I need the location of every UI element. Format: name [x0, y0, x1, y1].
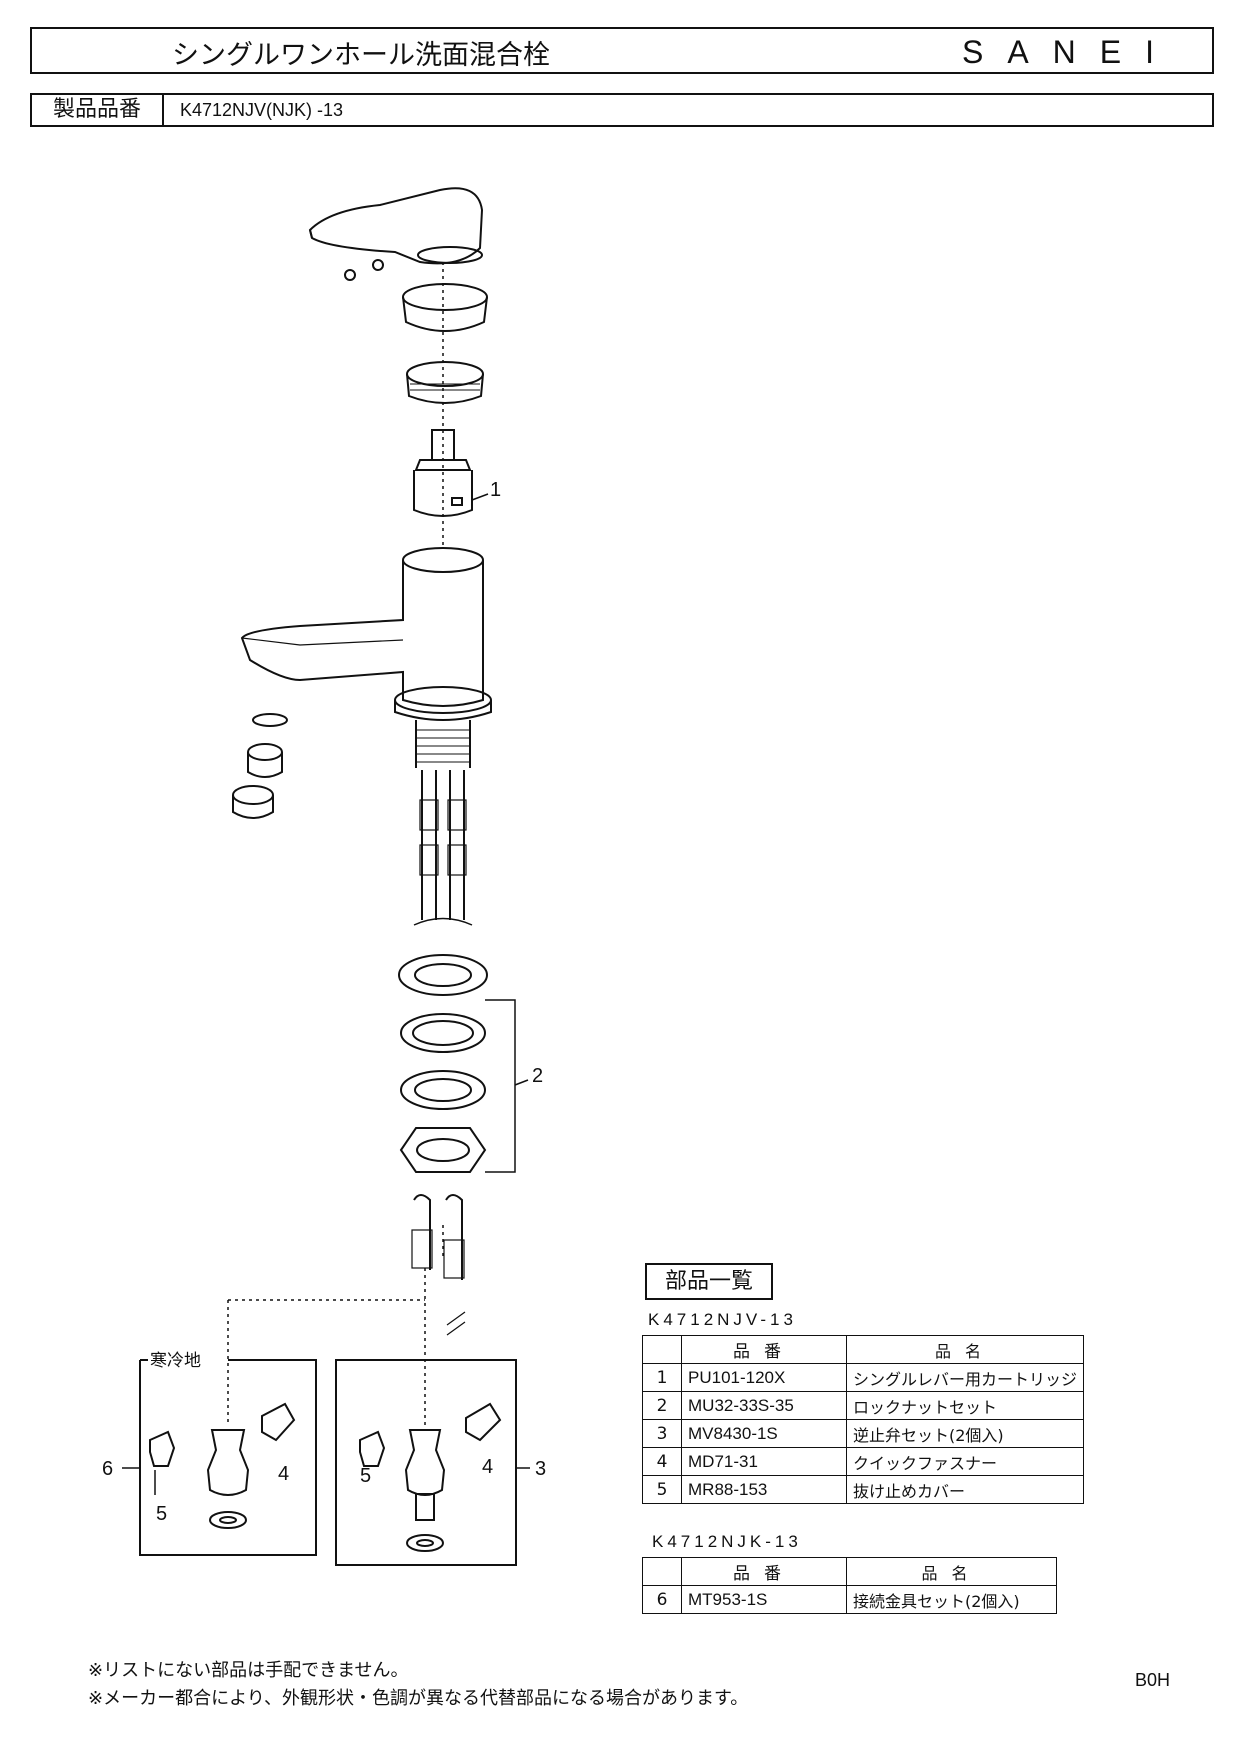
- parts-table-njk: 品番 品名 6 MT953-1S 接続金具セット(2個入): [642, 1557, 1057, 1614]
- column-header-name: 品名: [845, 1335, 1085, 1364]
- table-row: 3 MV8430-1S 逆止弁セット(2個入): [642, 1419, 1085, 1448]
- table-row: 5 MR88-153 抜け止めカバー: [642, 1475, 1085, 1504]
- cartridge-part: [413, 429, 473, 517]
- table-caption-njk: K4712NJK-13: [652, 1532, 802, 1551]
- callout-4: 4: [482, 1456, 493, 1478]
- brand-logo: SANEI: [961, 34, 1178, 70]
- model-number-value: K4712NJV(NJK) -13: [180, 100, 344, 120]
- column-header-code: 品番: [681, 1557, 847, 1586]
- page-code: B0H: [1134, 1670, 1170, 1690]
- callout-5: 5: [360, 1465, 371, 1487]
- cold-region-kit-box: [139, 1359, 317, 1556]
- lock-nut-set-parts: [398, 954, 516, 1173]
- model-number-box: 製品品番 K4712NJV(NJK) -13: [30, 93, 1214, 127]
- table-row: 6 MT953-1S 接続金具セット(2個入): [642, 1585, 1057, 1614]
- centerline: [227, 262, 444, 1430]
- threaded-ring-part: [406, 361, 484, 404]
- title-box: シングルワンホール洗面混合栓 SANEI: [30, 27, 1214, 74]
- callout-4-cold: 4: [278, 1463, 289, 1485]
- table-row: 2 MU32-33S-35 ロックナットセット: [642, 1391, 1085, 1420]
- model-number-label: 製品品番: [32, 95, 164, 125]
- footnotes: ※リストにない部品は手配できません。 ※メーカー都合により、外観形状・色調が異な…: [88, 1657, 748, 1713]
- check-valve-kit-box: [335, 1359, 530, 1566]
- exploded-view-diagram: 1 2 3 4 4 5 5 6 寒冷地: [102, 187, 546, 1566]
- aerator-parts: [232, 713, 288, 819]
- cap-ring-part: [402, 283, 488, 332]
- footnote: ※メーカー都合により、外観形状・色調が異なる代替部品になる場合があります。: [88, 1688, 749, 1709]
- cold-region-label: 寒冷地: [150, 1351, 201, 1371]
- lever-handle-part: [308, 187, 484, 281]
- parts-list-heading: 部品一覧: [645, 1263, 773, 1300]
- callout-2: 2: [532, 1065, 543, 1087]
- page-title: シングルワンホール洗面混合栓: [172, 40, 550, 71]
- footnote: ※リストにない部品は手配できません。: [88, 1660, 409, 1681]
- table-caption-njv: K4712NJV-13: [648, 1310, 797, 1329]
- callout-6: 6: [102, 1458, 113, 1480]
- column-header-code: 品番: [681, 1335, 847, 1364]
- column-header-name: 品名: [846, 1557, 1057, 1586]
- hose-end-fittings: [411, 1194, 466, 1336]
- faucet-body-part: [240, 547, 492, 768]
- callout-1: 1: [490, 479, 501, 501]
- callout-3: 3: [535, 1458, 546, 1480]
- table-row: 4 MD71-31 クイックファスナー: [642, 1447, 1085, 1476]
- parts-table-njv: 品番 品名 1 PU101-120X シングルレバー用カートリッジ 2 MU32…: [642, 1335, 1085, 1504]
- supply-hoses: [413, 770, 473, 926]
- table-row: 1 PU101-120X シングルレバー用カートリッジ: [642, 1363, 1085, 1392]
- callout-5-cold: 5: [156, 1503, 167, 1525]
